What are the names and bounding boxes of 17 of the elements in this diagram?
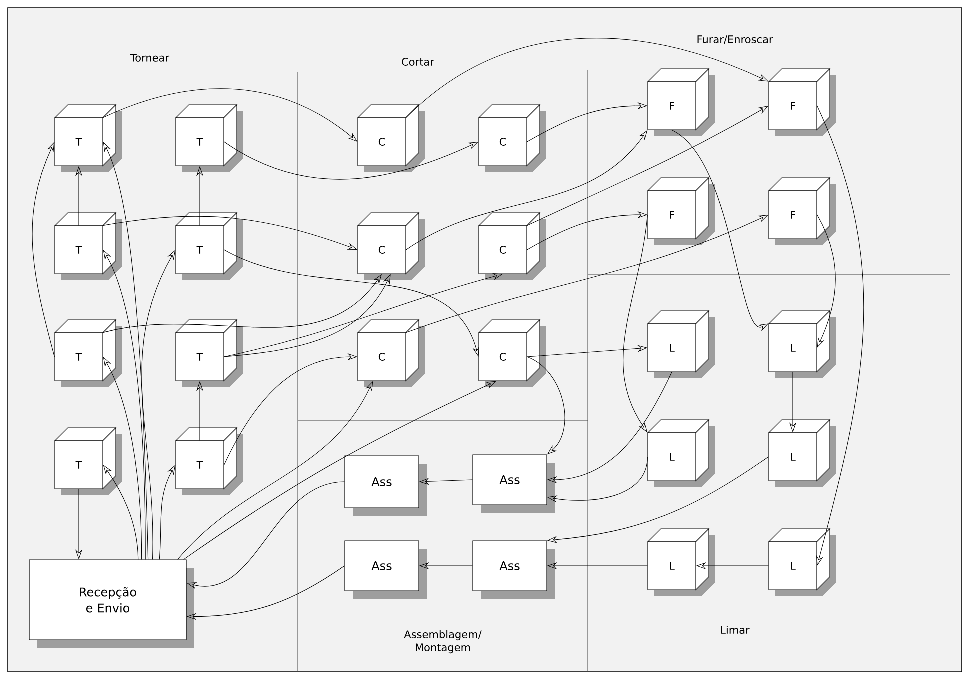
arrow — [142, 250, 176, 560]
section-label: Cortar — [402, 58, 434, 66]
arrow — [103, 357, 142, 560]
section-label: Limar — [721, 626, 750, 634]
assembly-box: Ass — [344, 540, 427, 599]
section-label: Furar/Enroscar — [698, 36, 774, 44]
section-label: Tornear — [130, 54, 170, 62]
section-label: Assemblagem/ Montagem — [404, 630, 482, 654]
arrow — [817, 214, 836, 348]
assembly-box: Ass — [472, 540, 555, 599]
arrow — [103, 250, 146, 560]
reception-box: Recepção e Envio — [29, 560, 194, 648]
arrow — [103, 142, 149, 560]
assembly-box: Ass — [472, 454, 555, 513]
arrow — [32, 142, 55, 358]
assembly-box: Ass — [344, 456, 427, 516]
arrow — [159, 465, 176, 560]
